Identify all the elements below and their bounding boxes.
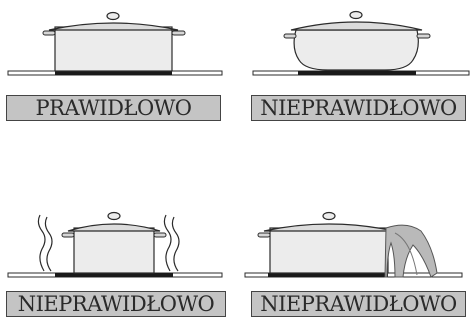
lid-knob (108, 213, 120, 220)
pot-lid (68, 224, 160, 231)
heat-waves-left (38, 215, 52, 271)
heat-waves-right (164, 215, 179, 271)
pot-handle-right (154, 233, 166, 237)
pot-body (55, 27, 172, 71)
pot-handle-left (284, 34, 296, 38)
cooking-zone (268, 273, 388, 277)
pot-correct-illustration (0, 0, 235, 90)
cooking-zone (298, 71, 416, 75)
pot-lid (49, 23, 178, 30)
panel-rounded-bottom (235, 0, 470, 160)
pot-lid (264, 224, 394, 231)
cooking-zone (55, 273, 173, 277)
lid-knob (323, 213, 335, 220)
label-incorrect-2: NIEPRAWIDŁOWO (6, 291, 226, 317)
pot-body (74, 228, 154, 273)
pot-handle-left (62, 233, 74, 237)
pot-body (270, 228, 388, 273)
pot-small-illustration (0, 195, 235, 287)
pot-handle-left (43, 31, 55, 35)
label-correct: PRAWIDŁOWO (6, 95, 221, 121)
pot-body (294, 30, 418, 70)
pot-rounded-bottom-illustration (235, 0, 470, 90)
lid-knob (350, 12, 362, 19)
pot-handle-right (417, 34, 430, 38)
pot-handle-left (258, 233, 270, 237)
pot-offset-illustration (235, 195, 470, 287)
escaping-flame (385, 225, 437, 277)
label-incorrect-1: NIEPRAWIDŁOWO (251, 95, 466, 121)
pot-handle-right (172, 31, 185, 35)
label-incorrect-3: NIEPRAWIDŁOWO (251, 291, 466, 317)
pot-lid (291, 22, 422, 30)
lid-knob (107, 13, 119, 20)
panel-correct (0, 0, 235, 160)
